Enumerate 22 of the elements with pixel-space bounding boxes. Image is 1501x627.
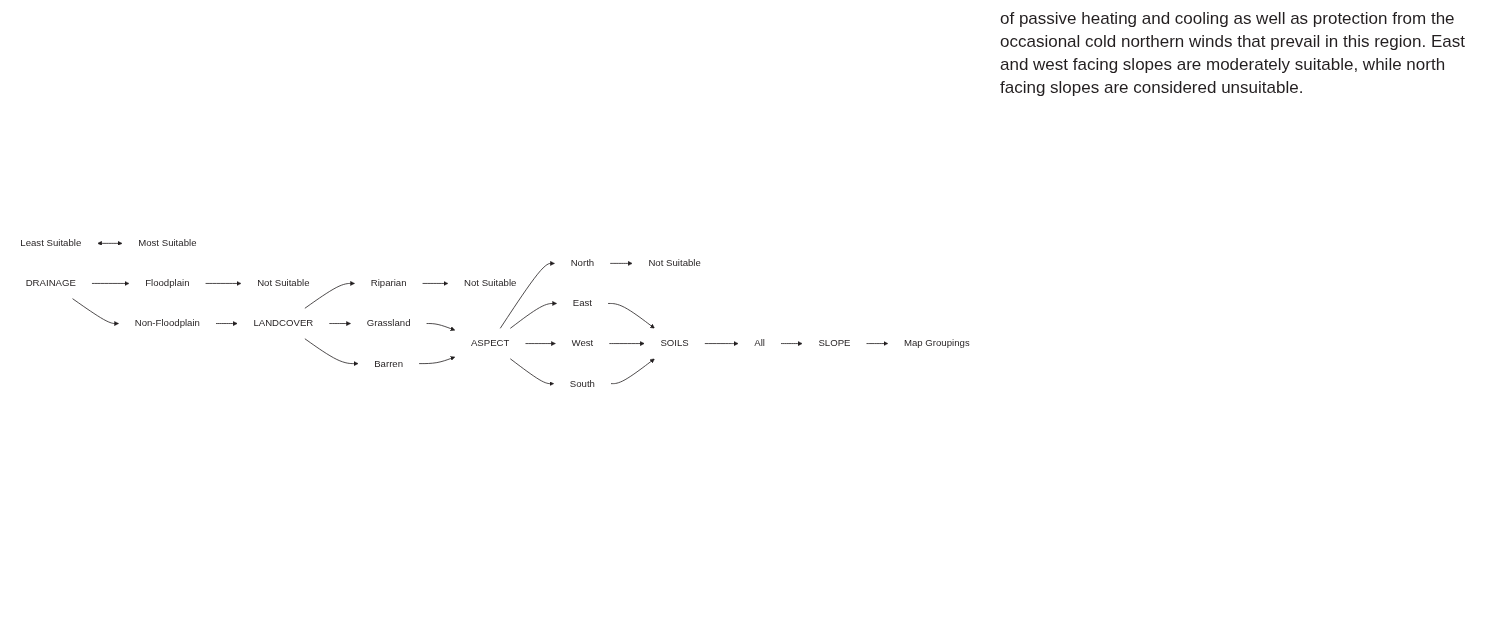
node-text: Floodplain	[145, 277, 190, 289]
note-text: of passive heating and cooling as well as protection from the occasional cold northern winds that prevail in this region. East and west facing slopes are moderately suitable, while north facing slopes are considered unsuitable.	[1000, 8, 1466, 99]
node-text: Not Suitable	[463, 277, 517, 289]
node-text: SLOPE	[818, 337, 851, 349]
node-text: Least Suitable	[20, 237, 82, 249]
node-text: LANDCOVER	[253, 317, 314, 329]
node-text: Map Groupings	[903, 337, 970, 349]
node-text: South	[569, 378, 595, 389]
node-text: East	[572, 297, 593, 309]
node-text: ASPECT	[470, 337, 510, 349]
node-text: Grassland	[366, 317, 411, 329]
node-text: Riparian	[370, 277, 407, 289]
node-text: Barren	[374, 357, 404, 369]
node-text: Non-Floodplain	[134, 317, 200, 329]
node-text: Not Suitable	[257, 277, 310, 289]
node-text: North	[570, 257, 595, 269]
node-text: All	[754, 337, 765, 349]
node-text: DRAINAGE	[25, 277, 76, 289]
node-text: Not Suitable	[648, 257, 701, 269]
node-text: Most Suitable	[138, 237, 197, 249]
node-text: West	[571, 337, 594, 349]
node-text: SOILS	[660, 337, 689, 349]
